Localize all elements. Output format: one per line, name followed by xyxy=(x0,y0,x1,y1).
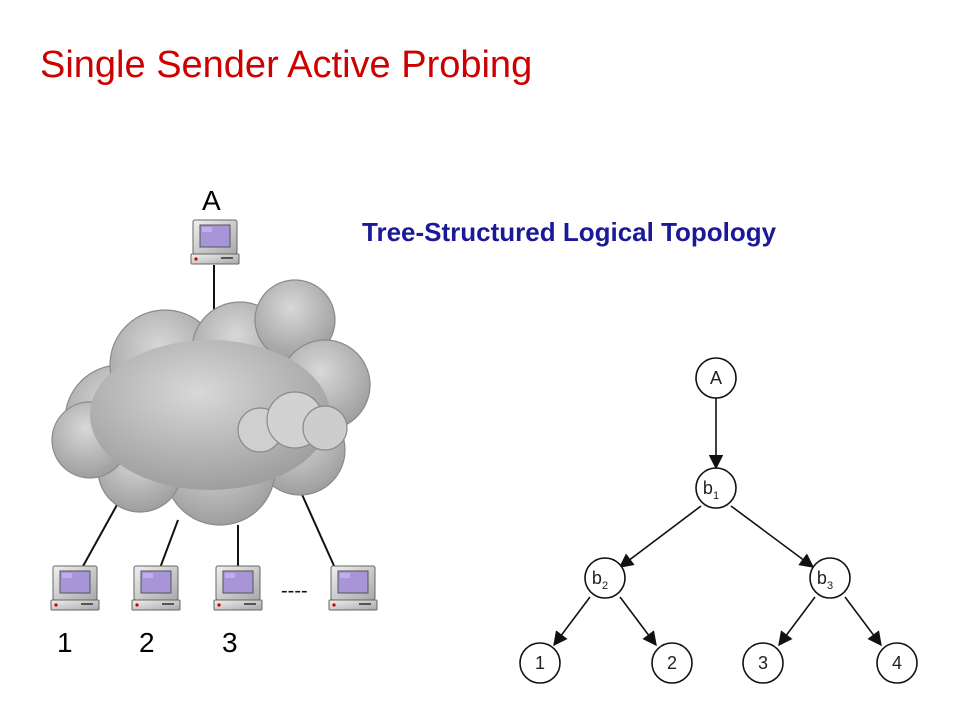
tree-node-b2: b2 xyxy=(584,557,626,599)
receiver-link-n xyxy=(299,489,336,569)
tree-node-b3: b3 xyxy=(809,557,851,599)
tree-node-label: 3 xyxy=(758,653,768,673)
computer-icon xyxy=(328,565,378,611)
computer-icon xyxy=(213,565,263,611)
tree-leaf-3: 3 xyxy=(742,642,784,684)
network-cloud xyxy=(51,279,371,526)
receiver-link-2 xyxy=(159,519,179,569)
receiver-label-3: 3 xyxy=(222,627,238,658)
sender-label: A xyxy=(202,185,221,216)
receiver-computers xyxy=(50,565,378,611)
tree-node-label: 2 xyxy=(667,653,677,673)
tree-node-label: 1 xyxy=(535,653,545,673)
tree-node-root: A xyxy=(695,357,737,399)
tree-node-subscript: 2 xyxy=(602,580,608,592)
tree-node-label: 4 xyxy=(892,653,902,673)
tree-node-base: b xyxy=(703,478,713,498)
svg-text:b3: b3 xyxy=(817,568,833,592)
network-links xyxy=(81,265,336,569)
receiver-label-1: 1 xyxy=(57,627,73,658)
svg-text:b1: b1 xyxy=(703,478,719,502)
receiver-ellipsis: ---- xyxy=(281,580,308,602)
topology-heading: Tree-Structured Logical Topology xyxy=(362,217,777,247)
tree-leaf-4: 4 xyxy=(876,642,918,684)
tree-edges xyxy=(553,398,882,647)
tree-node-label: A xyxy=(710,368,722,388)
computer-icon xyxy=(50,565,100,611)
slide-title: Single Sender Active Probing xyxy=(40,44,533,86)
receiver-label-2: 2 xyxy=(139,627,155,658)
tree-node-base: b xyxy=(592,568,602,588)
sender-computer xyxy=(190,219,240,265)
computer-icon xyxy=(131,565,181,611)
tree-node-subscript: 3 xyxy=(827,580,833,592)
tree-leaf-2: 2 xyxy=(651,642,693,684)
tree-leaf-1: 1 xyxy=(519,642,561,684)
tree-node-b1: b1 xyxy=(695,467,737,509)
tree-node-base: b xyxy=(817,568,827,588)
computer-icon xyxy=(190,219,240,265)
tree-node-subscript: 1 xyxy=(713,490,719,502)
svg-text:b2: b2 xyxy=(592,568,608,592)
